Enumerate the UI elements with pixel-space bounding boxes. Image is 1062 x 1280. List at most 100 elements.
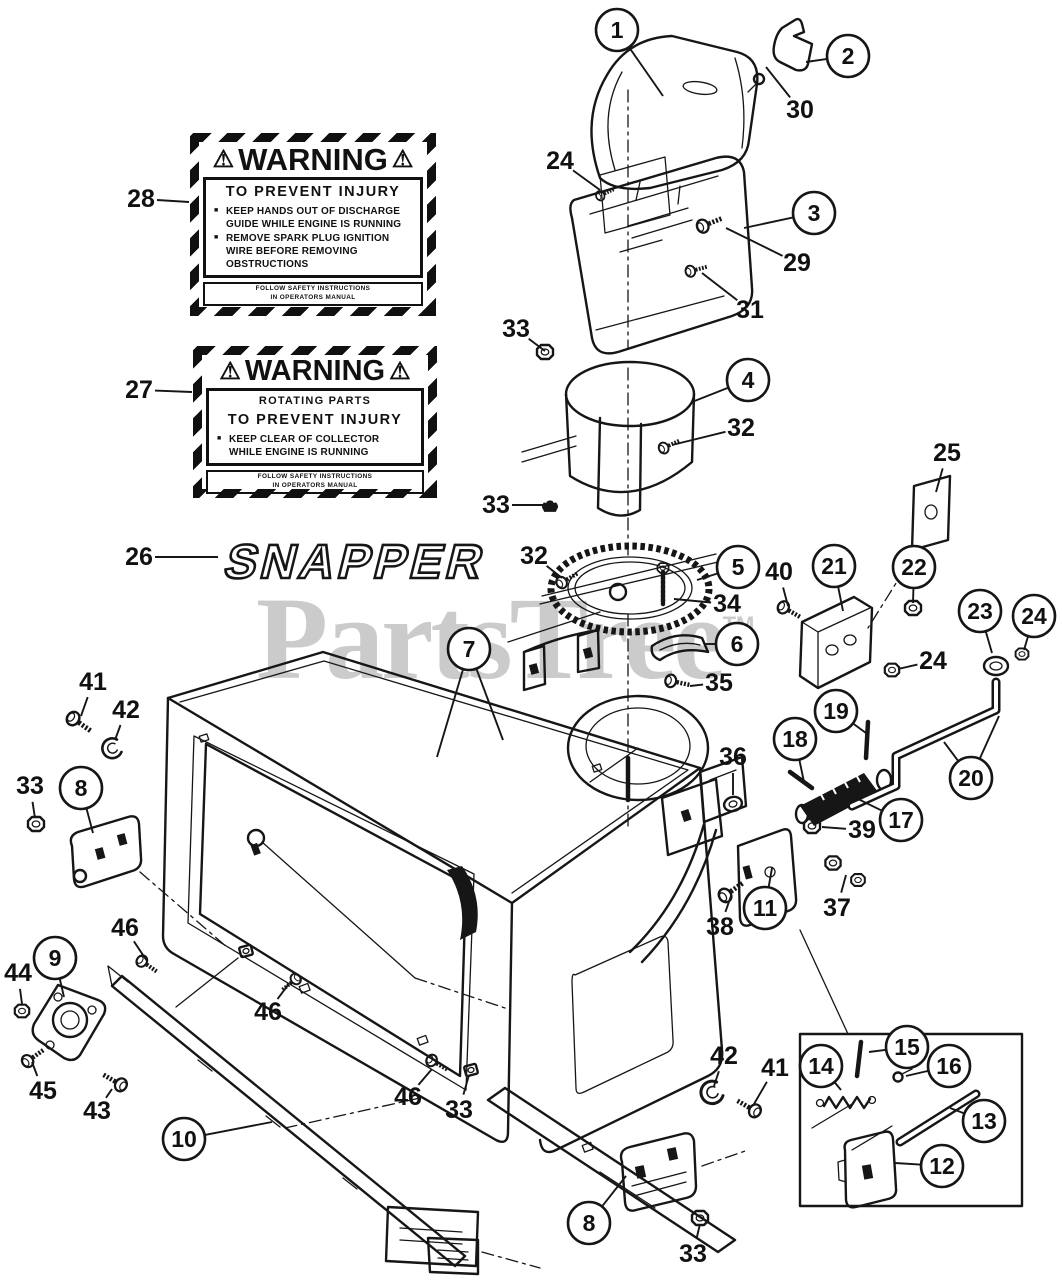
callout-number-8: 8: [583, 1210, 596, 1236]
leader-line: [417, 1068, 433, 1086]
warning-triangle-icon: ⚠: [391, 146, 414, 174]
part-bracket-21: [775, 474, 952, 690]
callout-number-46: 46: [111, 914, 139, 942]
callout-number-33: 33: [502, 315, 530, 343]
warning-bullets: KEEP CLEAR OF COLLECTOR WHILE ENGINE IS …: [215, 433, 415, 460]
leader-line: [834, 1082, 842, 1091]
part-bracket-11: [716, 817, 866, 1035]
leader-line: [724, 895, 732, 913]
leader-line: [528, 337, 546, 352]
callout-number-25: 25: [933, 439, 961, 467]
part-frame-bar: [107, 965, 480, 1276]
callout-number-19: 19: [823, 698, 849, 724]
leader-line: [868, 1048, 886, 1053]
callout-balloon-6: [714, 621, 760, 667]
callout-balloon-17: [878, 797, 924, 843]
warning-bullets: KEEP HANDS OUT OF DISCHARGE GUIDE WHILE …: [212, 205, 414, 272]
callout-number-23: 23: [967, 598, 993, 624]
leader-line: [436, 669, 464, 758]
leader-line: [695, 1223, 701, 1239]
callout-number-37: 37: [823, 894, 851, 922]
callout-number-21: 21: [821, 553, 847, 579]
callout-balloon-8: [58, 765, 104, 811]
callout-number-13: 13: [971, 1108, 997, 1134]
leader-line: [154, 389, 193, 393]
leader-line: [58, 979, 65, 998]
leader-line: [475, 669, 504, 741]
hardware-46-33: [134, 943, 763, 1120]
leader-line: [80, 696, 89, 717]
leader-line: [949, 1107, 964, 1114]
callout-balloon-1: [594, 7, 640, 53]
callout-number-28: 28: [127, 185, 155, 213]
warning-bullet: REMOVE SPARK PLUG IGNITION WIRE BEFORE R…: [212, 232, 414, 271]
callout-number-41: 41: [761, 1054, 789, 1082]
leader-line: [713, 1070, 720, 1087]
callout-number-1: 1: [611, 17, 624, 43]
callout-number-3: 3: [808, 200, 821, 226]
leader-line: [767, 867, 773, 887]
leader-line: [673, 598, 712, 604]
callout-balloon-18: [772, 716, 818, 762]
callout-number-33: 33: [679, 1240, 707, 1268]
callout-number-9: 9: [49, 945, 62, 971]
callout-number-46: 46: [394, 1083, 422, 1111]
callout-number-39: 39: [848, 816, 876, 844]
part-lower-channel: [384, 1086, 737, 1269]
warning-header-text: WARNING: [238, 142, 388, 177]
callout-number-8: 8: [75, 775, 88, 801]
warning-footer-line: IN OPERATORS MANUAL: [272, 481, 358, 489]
callout-number-32: 32: [520, 542, 548, 570]
leader-line: [840, 874, 847, 893]
leader-line: [701, 272, 738, 301]
callout-balloon-4: [725, 357, 771, 403]
leader-line: [31, 1061, 39, 1077]
callout-balloon-21: [811, 543, 857, 589]
leader-line: [897, 663, 918, 670]
callout-number-41: 41: [79, 668, 107, 696]
callout-number-18: 18: [782, 726, 808, 752]
callout-balloon-19: [813, 688, 859, 734]
callout-balloon-7: [446, 626, 492, 672]
callout-number-43: 43: [83, 1097, 111, 1125]
callout-number-36: 36: [719, 743, 747, 771]
callout-balloon-24: [1011, 593, 1057, 639]
leader-line: [696, 572, 718, 581]
leader-line: [979, 715, 1000, 759]
part-auger-housing: [139, 628, 748, 1154]
warning-subtitle: ROTATING PARTS: [258, 394, 372, 407]
warning-header-text: WARNING: [244, 355, 386, 387]
callout-number-14: 14: [808, 1053, 834, 1079]
leader-line: [671, 430, 726, 446]
leader-line: [156, 199, 190, 203]
callout-number-16: 16: [936, 1053, 962, 1079]
leader-line: [689, 683, 704, 687]
callout-balloon-20: [948, 755, 994, 801]
watermark-text: PartsTree: [256, 573, 726, 704]
warning-label-discharge: ⚠WARNING⚠ TO PREVENT INJURY KEEP HANDS O…: [190, 133, 436, 316]
callout-number-6: 6: [731, 631, 744, 657]
callout-balloon-12: [919, 1143, 965, 1189]
leader-line: [725, 227, 784, 257]
callout-number-35: 35: [705, 669, 733, 697]
callout-number-40: 40: [765, 558, 793, 586]
callout-balloon-3: [791, 190, 837, 236]
callout-number-12: 12: [929, 1153, 955, 1179]
leader-line: [691, 387, 728, 403]
leader-line: [19, 988, 23, 1005]
leader-line: [894, 1162, 921, 1166]
callout-number-46: 46: [254, 998, 282, 1026]
warning-triangle-icon: ⚠: [219, 357, 241, 385]
leader-line: [805, 58, 827, 63]
callout-balloon-11: [742, 885, 788, 931]
callout-number-24: 24: [919, 647, 947, 675]
leader-line: [855, 797, 882, 812]
part-worm-gear-crank: [787, 647, 1030, 826]
callout-number-20: 20: [958, 765, 984, 791]
warning-bullet: KEEP HANDS OUT OF DISCHARGE GUIDE WHILE …: [212, 205, 414, 231]
leader-line: [943, 741, 959, 761]
leader-line: [85, 809, 94, 834]
leader-line: [601, 1175, 627, 1207]
snapper-logo: SNAPPER: [219, 536, 492, 589]
callout-number-27: 27: [125, 376, 153, 404]
